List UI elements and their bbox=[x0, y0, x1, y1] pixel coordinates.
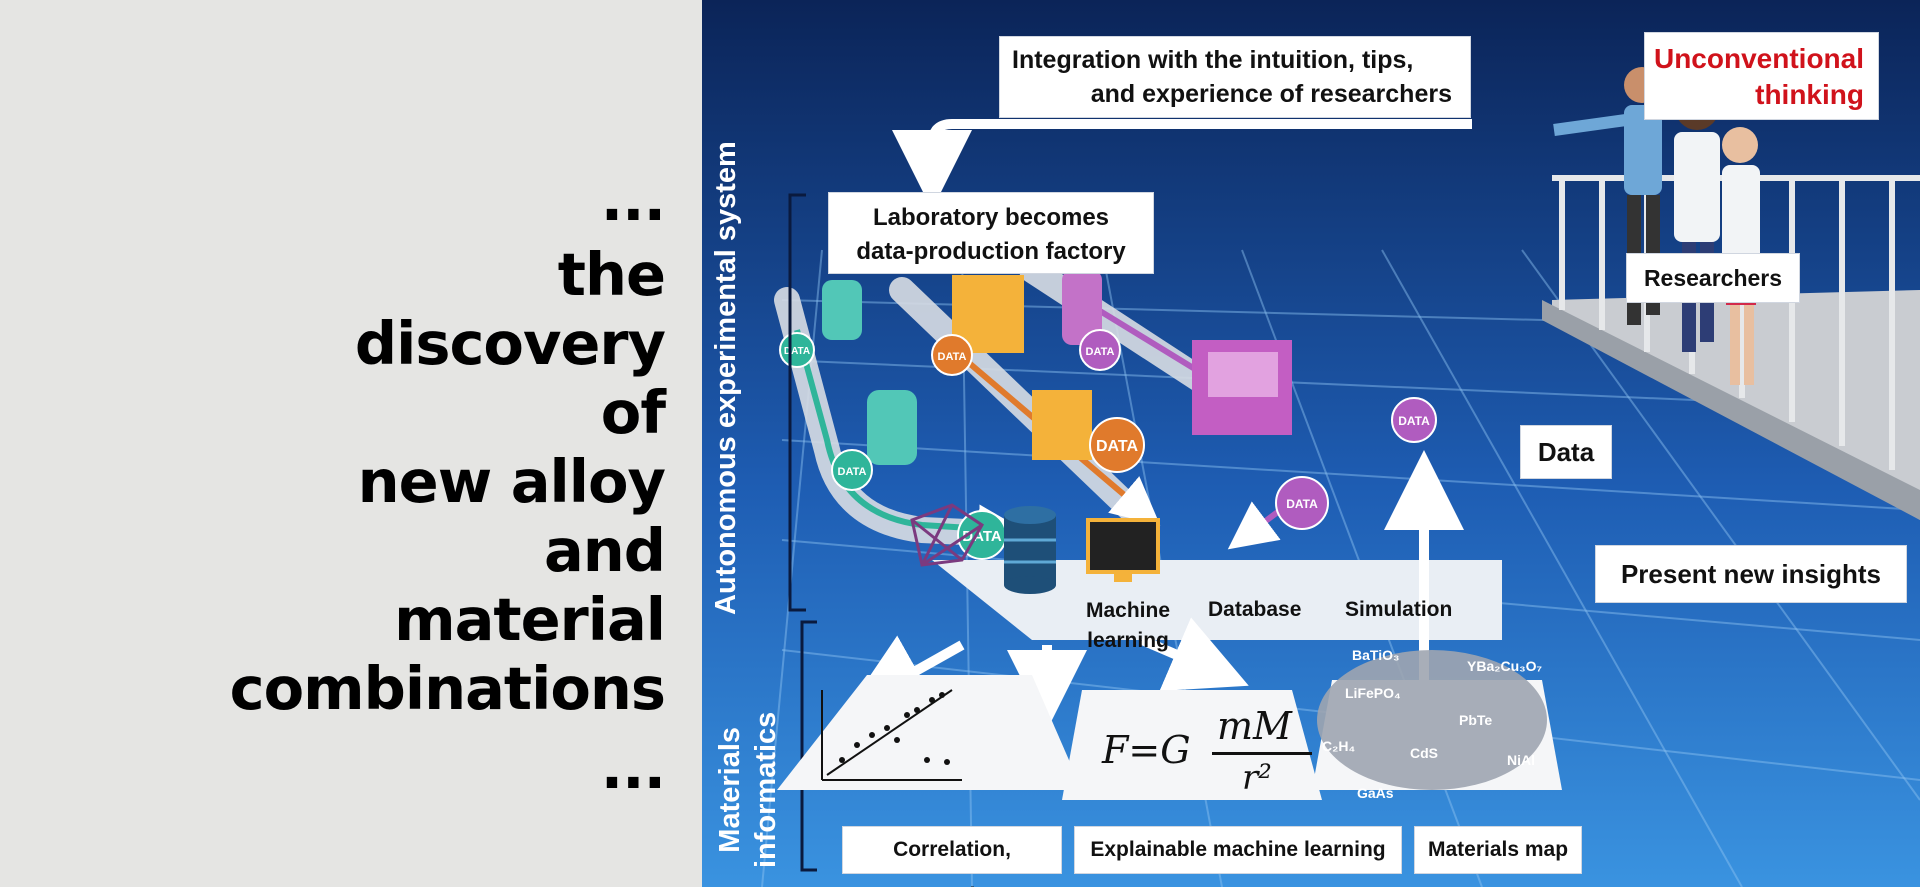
svg-text:DATA: DATA bbox=[938, 351, 967, 363]
simulation-monitor-icon bbox=[1086, 518, 1160, 582]
caption-line-discovery: discovery bbox=[354, 309, 666, 378]
chem-label-pbte: PbTe bbox=[1459, 712, 1493, 728]
caption-line-combinations: combinations bbox=[229, 654, 666, 723]
lab-line-1: Laboratory becomes bbox=[872, 204, 1110, 231]
caption-line-the: the bbox=[557, 240, 666, 309]
researchers-label: Researchers bbox=[1626, 253, 1800, 303]
laboratory-box: Laboratory becomes data-production facto… bbox=[828, 192, 1154, 274]
scatter-plot bbox=[821, 689, 962, 781]
unconventional-thinking-box: Unconventional thinking bbox=[1644, 32, 1879, 120]
svg-text:DATA: DATA bbox=[838, 466, 867, 478]
chem-label-nial: NiAl bbox=[1507, 752, 1535, 768]
formula-denominator: r² bbox=[1242, 758, 1272, 798]
svg-text:DATA: DATA bbox=[1096, 438, 1139, 455]
unconventional-line-2: thinking bbox=[1755, 79, 1864, 110]
materials-cloud bbox=[1317, 650, 1547, 790]
caption-line-ellipsis-bottom: ... bbox=[600, 733, 666, 802]
bracket-autonomous bbox=[788, 193, 806, 612]
machine-learning-label: Machine learning bbox=[1086, 596, 1170, 656]
machine-learning-line-1: Machine bbox=[1086, 599, 1171, 622]
svg-text:DATA: DATA bbox=[1086, 346, 1115, 358]
side-materials-line-1: Materials bbox=[714, 726, 746, 853]
formula-panel bbox=[1062, 690, 1322, 800]
left-caption-panel: ... the discovery of new alloy and mater… bbox=[0, 0, 700, 887]
database-label: Database bbox=[1208, 598, 1302, 621]
chem-label-gaas: GaAs bbox=[1357, 785, 1394, 801]
chem-label-lifepo4: LiFePO₄ bbox=[1345, 685, 1401, 701]
caption-text: ... the discovery of new alloy and mater… bbox=[25, 165, 666, 802]
materials-informatics-diagram: DATA DATA DATA DATA DATA DATA DATA DATA bbox=[702, 0, 1920, 887]
svg-text:DATA: DATA bbox=[1398, 414, 1430, 428]
formula-bar bbox=[1212, 752, 1312, 755]
caption-line-new-alloy: new alloy bbox=[357, 447, 666, 516]
explainable-ml-label: Explainable machine learning bbox=[1074, 826, 1402, 874]
balcony bbox=[1542, 175, 1920, 520]
integration-line-2: and experience of researchers bbox=[1090, 80, 1452, 108]
data-label: Data bbox=[1520, 425, 1612, 479]
formula: F=G mM r² bbox=[1102, 700, 1322, 810]
database-icon bbox=[1004, 506, 1056, 594]
caption-line-and: and bbox=[543, 516, 666, 585]
unconventional-line-1: Unconventional bbox=[1653, 43, 1864, 74]
chem-label-ybcuo: YBa₂Cu₃O₇ bbox=[1467, 658, 1543, 674]
formula-numerator: mM bbox=[1217, 704, 1292, 748]
svg-text:DATA: DATA bbox=[962, 528, 1002, 545]
diagram-graphics: DATA DATA DATA DATA DATA DATA DATA DATA bbox=[702, 0, 1920, 887]
caption-line-material: material bbox=[394, 585, 666, 654]
svg-text:DATA: DATA bbox=[784, 346, 810, 357]
caption-line-of: of bbox=[600, 378, 666, 447]
lab-line-2: data-production factory bbox=[856, 238, 1126, 265]
side-title-materials: Materials informatics bbox=[712, 712, 784, 868]
machine-learning-line-2: learning bbox=[1087, 629, 1169, 652]
integration-line-1: Integration with the intuition, tips, bbox=[1012, 46, 1414, 74]
integration-arrow bbox=[892, 119, 1472, 210]
side-materials-line-2: informatics bbox=[750, 711, 782, 868]
integration-box: Integration with the intuition, tips, an… bbox=[999, 36, 1471, 118]
correlation-panel bbox=[777, 675, 1082, 790]
data-bubbles bbox=[779, 329, 1437, 560]
chem-label-batio3: BaTiO₃ bbox=[1352, 647, 1400, 663]
materials-map-label: Materials map bbox=[1414, 826, 1582, 874]
neural-network-icon bbox=[910, 503, 984, 567]
side-title-autonomous: Autonomous experimental system bbox=[710, 141, 742, 615]
formula-lhs: F=G bbox=[1102, 728, 1191, 772]
bracket-materials bbox=[800, 620, 817, 872]
caption-line-ellipsis-top: ... bbox=[600, 165, 666, 234]
hub-platform bbox=[932, 560, 1502, 640]
simulation-label: Simulation bbox=[1345, 598, 1453, 621]
present-insights-label: Present new insights bbox=[1595, 545, 1907, 603]
chem-label-cds: CdS bbox=[1410, 745, 1438, 761]
lab-machines bbox=[822, 270, 1292, 465]
correlation-causation-label: Correlation, causation bbox=[842, 826, 1062, 887]
chem-label-c2h4: C₂H₄ bbox=[1322, 738, 1356, 754]
svg-text:DATA: DATA bbox=[1286, 497, 1318, 511]
